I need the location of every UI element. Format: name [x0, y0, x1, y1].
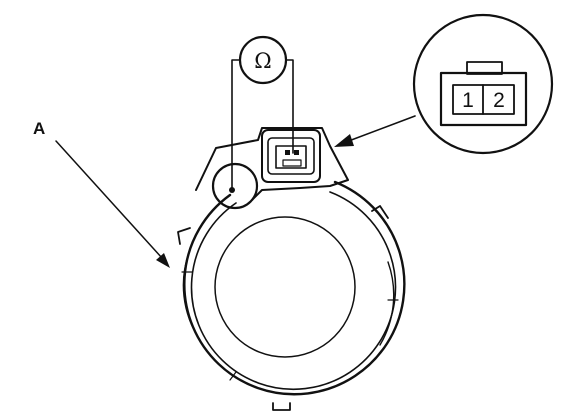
- switch-connector: [195, 127, 349, 210]
- ring-step-right: [379, 261, 395, 346]
- connector-pin-1-terminal: [285, 150, 290, 155]
- detail-bubble: [412, 13, 554, 155]
- connector-housing: [195, 127, 349, 201]
- callout-a: A: [33, 119, 170, 268]
- detail-leader-arrowhead: [334, 134, 354, 147]
- ohmmeter: Ω: [231, 35, 294, 191]
- connector-shell: [261, 129, 321, 183]
- test-lead-right: [285, 59, 294, 154]
- test-lead-left: [231, 59, 241, 191]
- connector-face: [267, 137, 315, 175]
- mount-tab-bottom: [272, 402, 291, 411]
- outer-ring-inner-edge: [190, 191, 397, 391]
- ring-step-left: [182, 249, 201, 341]
- connector-pin-2-terminal: [294, 150, 299, 155]
- connector-detail: 1 2: [334, 13, 554, 155]
- connector-latch: [282, 159, 302, 167]
- callout-a-arrowhead: [156, 253, 170, 268]
- mount-tab-left: [177, 227, 191, 245]
- detail-connector-shell: [439, 71, 528, 127]
- switch-body: [177, 180, 406, 411]
- mount-tab-right: [371, 205, 389, 219]
- detail-leader: [345, 115, 416, 143]
- ring-notch-bottom: [229, 371, 237, 381]
- connector-cavity: [275, 145, 307, 169]
- outer-ring: [183, 180, 406, 396]
- ohm-symbol: Ω: [254, 49, 271, 73]
- detail-pin-1: 1: [462, 89, 474, 112]
- probe-circle: [211, 162, 259, 210]
- callout-a-label: A: [33, 119, 45, 138]
- callout-a-leader: [55, 140, 163, 259]
- detail-pin-2: 2: [493, 89, 505, 112]
- rotor-disc: [214, 216, 356, 358]
- probe-point: [229, 187, 235, 193]
